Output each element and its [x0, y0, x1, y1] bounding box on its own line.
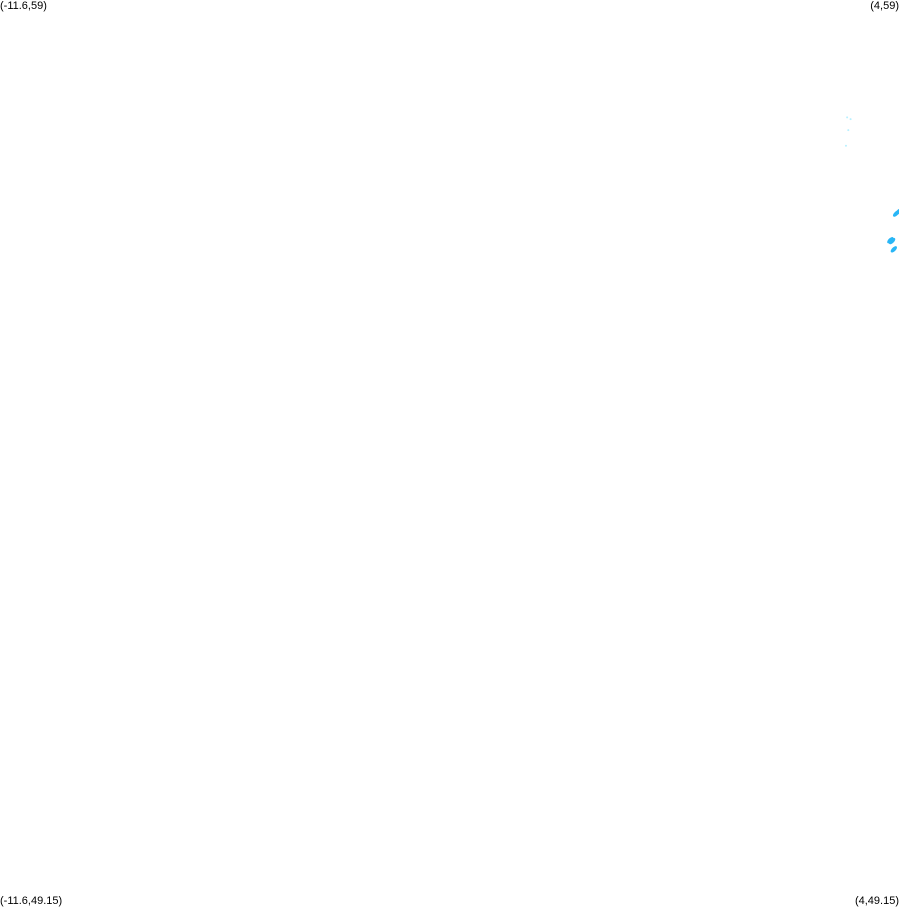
map-feature-blob-south-3: [890, 246, 897, 253]
map-feature-faint-dot-4: [844, 144, 847, 147]
map-feature-faint-dot-2: [849, 118, 852, 121]
map-feature-blob-south-2: [888, 237, 896, 245]
corner-label-bottom-left: (-11.6,49.15): [0, 895, 63, 907]
corner-label-top-right: (4,59): [870, 0, 899, 12]
map-feature-faint-dot-1: [846, 116, 849, 119]
corner-label-top-left: (-11.6,59): [0, 0, 47, 12]
map-feature-blob-north-2: [895, 208, 899, 215]
map-feature-faint-dot-3: [847, 129, 850, 132]
corner-label-bottom-right: (4,49.15): [854, 895, 899, 907]
